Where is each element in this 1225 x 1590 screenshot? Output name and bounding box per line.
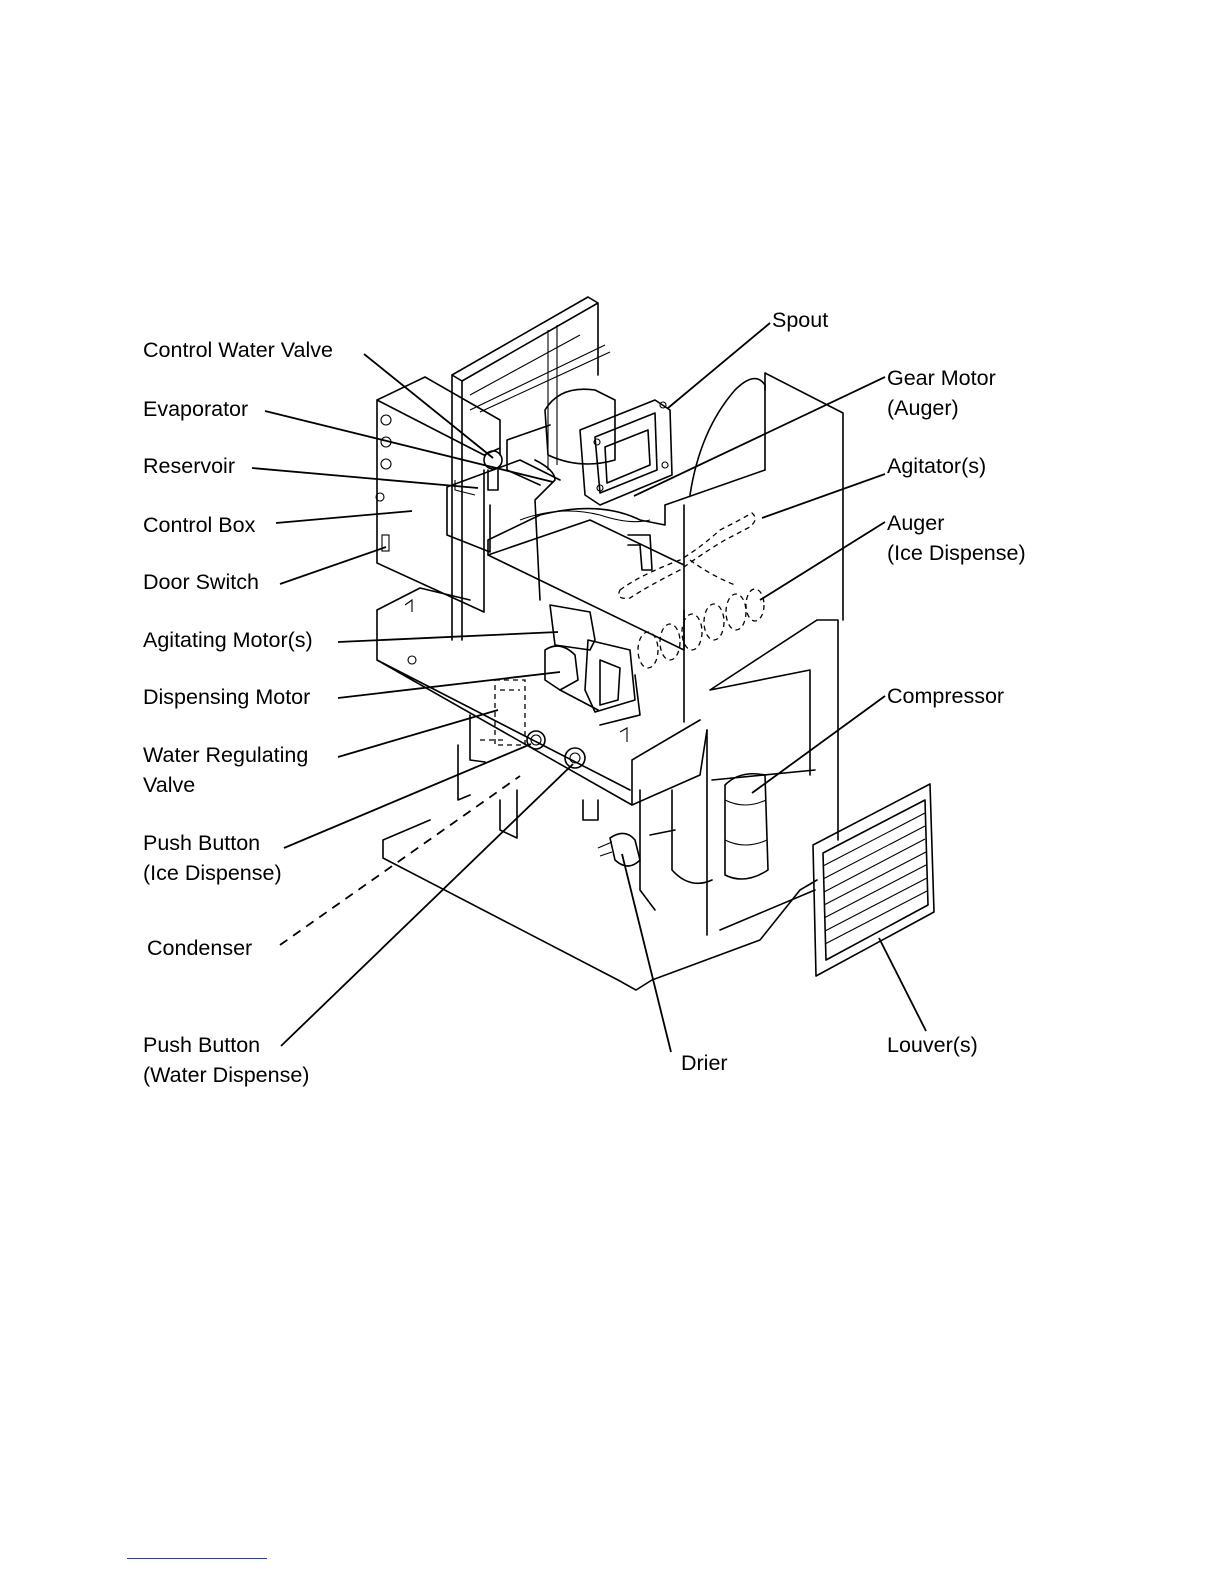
label-push-button-water-line1: Push Button [143,1030,309,1060]
leader-louvers [879,938,926,1031]
label-water-regulating-valve-line1: Water Regulating [143,740,308,770]
label-reservoir: Reservoir [143,451,235,481]
label-water-regulating-valve: Water Regulating Valve [143,740,308,800]
label-control-water-valve: Control Water Valve [143,335,333,365]
label-auger-line2: (Ice Dispense) [887,538,1026,568]
footer-rule [127,1558,267,1559]
label-door-switch: Door Switch [143,567,259,597]
label-push-button-water: Push Button (Water Dispense) [143,1030,309,1090]
label-gear-motor-line2: (Auger) [887,393,996,423]
label-condenser: Condenser [147,933,252,963]
leader-spout [668,323,770,408]
label-push-button-ice: Push Button (Ice Dispense) [143,828,282,888]
label-push-button-ice-line2: (Ice Dispense) [143,858,282,888]
label-spout: Spout [772,305,828,335]
label-drier: Drier [681,1048,728,1078]
leader-reservoir [252,468,478,488]
leader-agitating-motors [338,632,558,642]
label-auger: Auger (Ice Dispense) [887,508,1026,568]
machine-illustration [376,297,934,990]
leader-dispensing-motor [338,672,560,698]
label-gear-motor: Gear Motor (Auger) [887,363,996,423]
label-auger-line1: Auger [887,508,1026,538]
label-agitators: Agitator(s) [887,451,986,481]
label-control-box: Control Box [143,510,255,540]
label-water-regulating-valve-line2: Valve [143,770,308,800]
label-gear-motor-line1: Gear Motor [887,363,996,393]
leader-compressor [752,696,885,793]
leader-drier [622,854,671,1052]
label-evaporator: Evaporator [143,394,248,424]
leader-water-regulating-valve [338,710,498,757]
label-push-button-ice-line1: Push Button [143,828,282,858]
leader-push-button-water [281,764,573,1046]
label-louvers: Louver(s) [887,1030,978,1060]
label-dispensing-motor: Dispensing Motor [143,682,310,712]
leader-door-switch [280,547,386,584]
leader-condenser [280,776,520,945]
leader-control-water-valve [364,354,493,458]
leader-auger [760,522,885,600]
leader-control-box [276,511,412,523]
leader-evaporator [265,411,553,482]
leader-push-button-ice [284,744,531,848]
label-compressor: Compressor [887,681,1004,711]
leader-agitators [762,474,885,518]
label-push-button-water-line2: (Water Dispense) [143,1060,309,1090]
leader-gear-motor [634,377,885,496]
label-agitating-motors: Agitating Motor(s) [143,625,313,655]
